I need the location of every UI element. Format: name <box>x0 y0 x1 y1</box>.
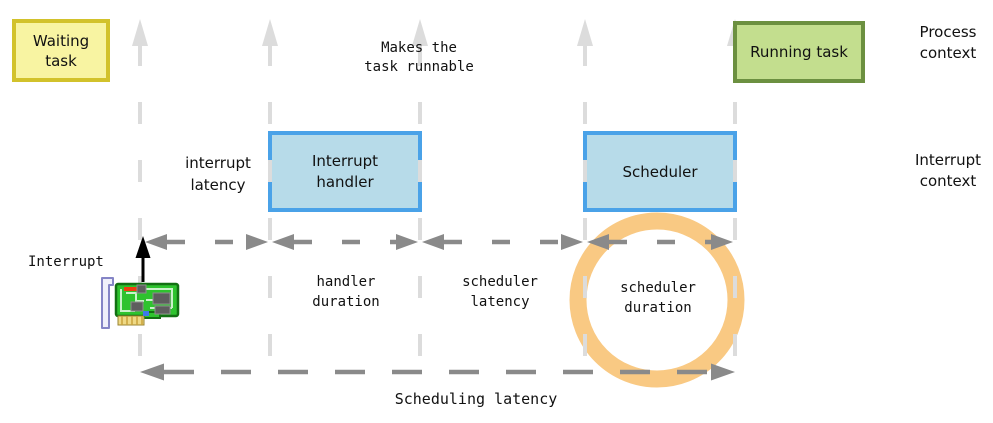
scheduler-latency-arrow <box>422 234 583 250</box>
running-task-label: Running task <box>750 43 848 61</box>
scheduler-latency-label: scheduler latency <box>462 274 538 310</box>
scheduling-latency-arrow <box>140 363 735 381</box>
scheduler-duration-label: scheduler duration <box>620 280 696 316</box>
interrupt-context-label: Interrupt context <box>914 151 982 190</box>
scheduler-duration-arrow <box>587 234 733 250</box>
scheduler-box: Scheduler <box>583 131 737 212</box>
scheduling-latency-label: Scheduling latency <box>394 390 558 408</box>
running-task-box: Running task <box>733 21 865 83</box>
waiting-task-label: Waiting task <box>32 31 90 70</box>
handler-duration-label: handler duration <box>312 274 380 310</box>
up-arrow-icon <box>577 19 593 46</box>
waiting-task-box: Waiting task <box>12 19 110 82</box>
handler-duration-arrow <box>272 234 418 250</box>
process-context-label: Process context <box>919 23 977 62</box>
makes-task-runnable-label: Makes the task runnable <box>364 40 474 75</box>
black-up-arrow-icon <box>135 236 151 282</box>
interrupt-latency-arrow <box>145 234 268 250</box>
network-card-icon <box>101 277 180 329</box>
interrupt-handler-box: Interrupt handler <box>268 131 422 212</box>
interval-arrows <box>145 234 733 250</box>
up-arrow-icon <box>262 19 278 46</box>
interrupt-source-label: Interrupt <box>28 254 104 270</box>
scheduler-label: Scheduler <box>622 162 698 181</box>
interrupt-latency-label: interrupt latency <box>185 154 251 194</box>
up-arrow-icon <box>132 19 148 46</box>
interrupt-handler-label: Interrupt handler <box>311 151 379 191</box>
timeline-interrupt <box>132 19 148 360</box>
